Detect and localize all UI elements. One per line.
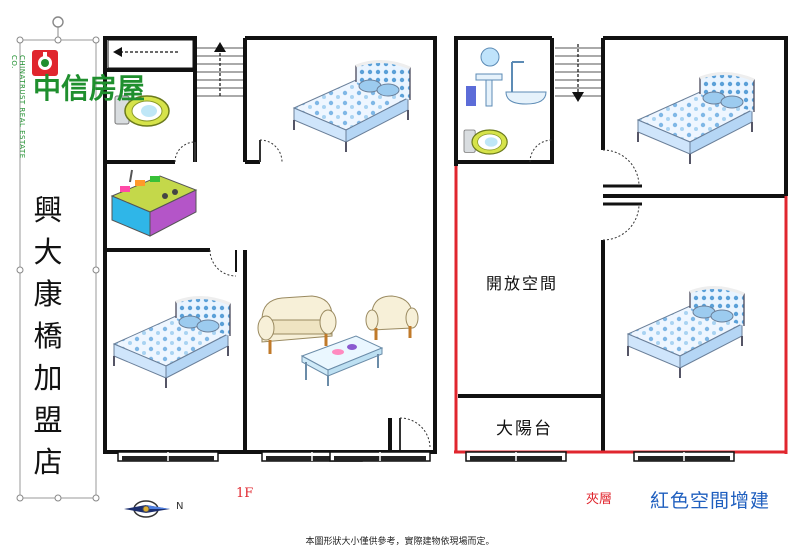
store-name-char: 大: [33, 235, 63, 269]
floor-1-label: 1F: [236, 486, 254, 501]
stairs-icon: [555, 40, 601, 102]
stairs-icon: [107, 39, 243, 100]
brand-logo-text: 中信房屋: [33, 72, 146, 105]
window-icon: [117, 451, 219, 462]
disclaimer-text: 本圖形狀大小僅供參考，實際建物依現場而定。: [305, 537, 495, 547]
bed-icon: [636, 71, 756, 166]
compass-north-label: N: [176, 501, 184, 512]
brand-panel-frame: [19, 39, 97, 499]
coffee-table-icon: [300, 335, 384, 386]
bathroom-fixtures-icon: [466, 47, 547, 107]
window-icon: [329, 451, 431, 462]
added-space-legend: 紅色空間增建: [650, 490, 771, 512]
store-name-char: 康: [33, 277, 63, 311]
open-space-label: 開放空間: [486, 274, 559, 293]
mezzanine-partition: [603, 184, 642, 206]
kitchen-icon: [110, 169, 198, 237]
bed-icon: [626, 285, 746, 380]
balcony-label: 大陽台: [496, 419, 553, 439]
door-icon: [174, 139, 431, 450]
sofa-icon: [257, 295, 337, 354]
window-icon: [465, 451, 567, 462]
store-name-char: 店: [33, 445, 63, 479]
bed-icon: [112, 295, 232, 390]
brand-logo-english: CHINATRUST REAL ESTATE CO.: [10, 55, 26, 159]
store-name-char: 橋: [33, 319, 63, 353]
brand-logo-emblem-icon: [32, 50, 58, 76]
armchair-icon: [365, 295, 419, 340]
store-name-char: 盟: [33, 403, 63, 437]
compass-icon: [124, 500, 170, 518]
store-name-char: 興: [33, 193, 63, 227]
door-icon: [529, 139, 640, 241]
store-name-char: 加: [33, 361, 63, 395]
mezzanine-label: 夾層: [586, 492, 613, 507]
bed-icon: [292, 59, 412, 154]
toilet-icon: [463, 129, 508, 155]
window-icon: [633, 451, 735, 462]
